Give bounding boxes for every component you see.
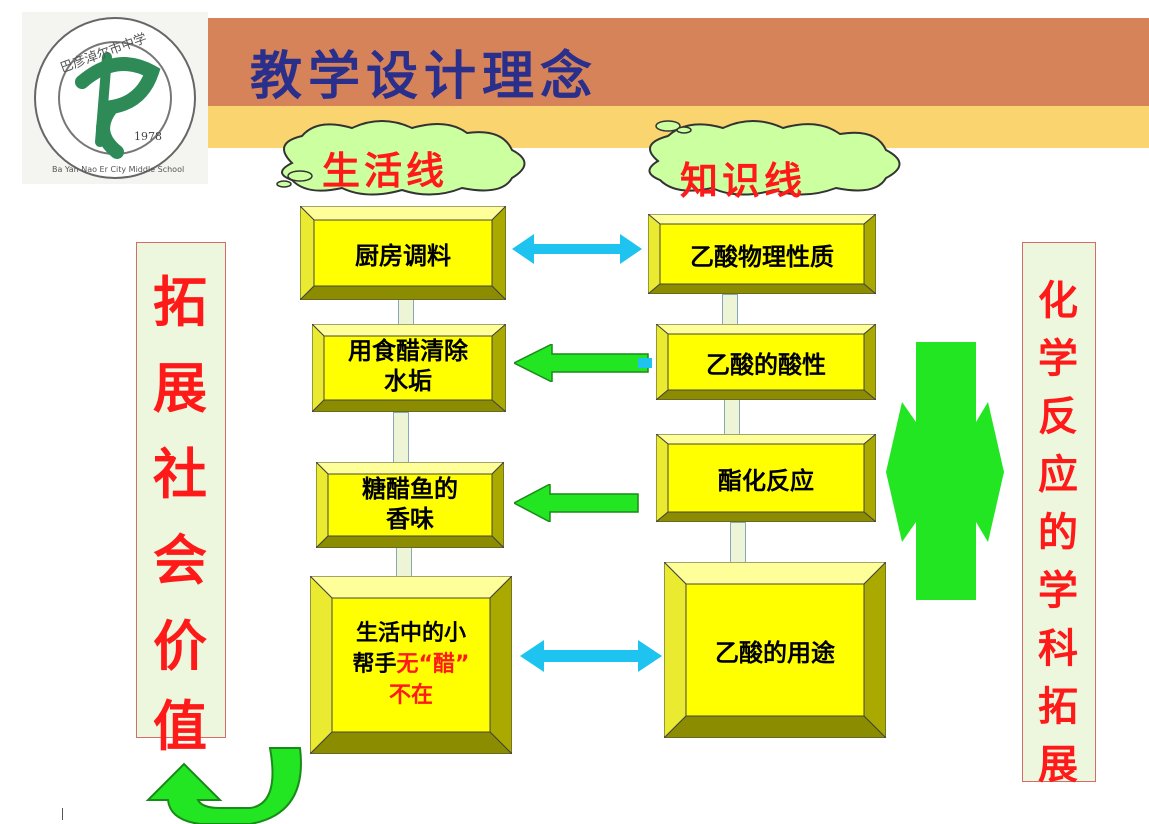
panel-char: 价 [153,614,207,678]
panel-char: 拓 [1038,683,1078,730]
box-sweet-sour-fish: 糖醋鱼的 香味 [328,474,492,536]
box-bevel [312,324,506,412]
panel-char: 反 [1038,393,1078,440]
box-line: 香味 [386,505,434,533]
double-arrow-icon [520,640,662,672]
box-line: 水垢 [384,367,432,395]
box-line: 用食醋清除 [348,337,468,365]
left-panel-social-value [136,242,226,738]
panel-char: 展 [1038,741,1078,788]
box-line: 生活中的小 [355,621,466,646]
box-bevel [656,324,876,400]
cloud-right-label: 知识线 [680,158,807,203]
panel-char: 学 [1038,335,1078,382]
connector [396,546,412,578]
connector [722,294,738,326]
box-acetic-acidity: 乙酸的酸性 [706,350,826,379]
logo-year: 1978 [134,130,162,143]
box-line-highlight: 无“醋” [396,652,470,677]
box-bevel [300,206,506,300]
panel-char: 社 [153,442,207,506]
left-arrow-icon [514,484,639,522]
panel-char: 应 [1038,451,1078,498]
panel-char: 值 [153,694,207,758]
panel-char: 展 [153,356,207,420]
page-title: 教学设计理念 [250,46,599,107]
box-line-highlight: 不在 [388,683,433,708]
box-acetic-uses: 乙酸的用途 [715,638,835,667]
box-line: 帮手无“醋” [332,649,490,680]
box-acetic-physical: 乙酸物理性质 [690,242,834,271]
box-bevel [664,562,886,738]
box-line: 糖醋鱼的 [362,475,458,503]
box-bevel [310,576,512,754]
right-panel-chemistry-extension [1022,242,1096,782]
double-arrow-icon [512,234,642,264]
curved-arrow-icon [145,747,302,824]
box-kitchen-seasoning: 厨房调料 [355,241,451,270]
box-bevel [648,214,876,294]
header-bar [205,18,1149,106]
panel-char: 科 [1038,625,1078,672]
cloud-left-label: 生活线 [322,148,449,193]
panel-char: 会 [153,528,207,592]
panel-char: 学 [1038,567,1078,614]
connector [393,412,409,464]
box-bevel [316,462,504,548]
cloud-right [648,120,901,196]
box-line-prefix: 帮手 [352,652,397,677]
box-vinegar-scale: 用食醋清除 水垢 [324,336,492,400]
box-esterification: 酯化反应 [718,466,814,495]
panel-char: 化 [1038,277,1078,324]
cloud-left [276,120,526,196]
panel-char: 的 [1038,509,1078,556]
four-way-arrow-icon [886,342,1004,600]
connector [724,398,740,438]
connector [730,522,746,564]
panel-char: 拓 [153,270,207,334]
left-arrow-icon [514,344,652,382]
divider [62,808,63,820]
box-vinegar-helper: 生活中的小 帮手无“醋” 不在 [332,618,490,711]
school-logo: 1978 巴彦淖尔市中学 Ba Yan Nao Er City Middle S… [22,12,208,184]
logo-en-text: Ba Yan Nao Er City Middle School [52,165,184,174]
box-bevel [656,434,876,522]
